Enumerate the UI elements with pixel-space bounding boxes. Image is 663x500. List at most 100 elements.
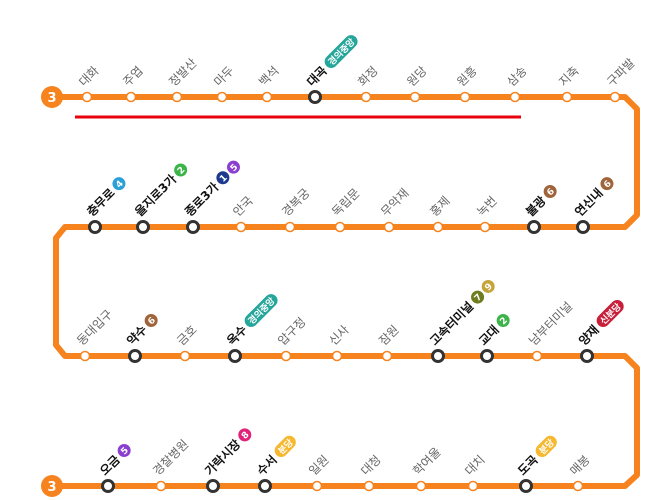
station-label: 옥수 xyxy=(224,322,250,348)
station-label: 을지로3가 xyxy=(132,171,180,219)
svg-text:2: 2 xyxy=(498,316,510,328)
station-marker[interactable] xyxy=(467,480,479,492)
station-marker[interactable] xyxy=(128,349,142,363)
station-marker[interactable] xyxy=(480,349,494,363)
station-label: 녹번 xyxy=(474,194,500,220)
station-label: 지축 xyxy=(556,64,582,90)
station-marker[interactable] xyxy=(216,91,228,103)
station-marker[interactable] xyxy=(261,91,273,103)
station-marker[interactable] xyxy=(572,480,584,492)
transfer-badge-신분당: 신분당 xyxy=(596,299,624,327)
station-marker[interactable] xyxy=(136,220,150,234)
station-label: 구파발 xyxy=(604,56,637,89)
station-marker[interactable] xyxy=(228,349,242,363)
transfer-badge-9: 9 xyxy=(481,279,495,294)
station-label: 동대입구 xyxy=(74,307,115,348)
station-marker[interactable] xyxy=(125,91,137,103)
station-marker[interactable] xyxy=(383,221,395,233)
station-label: 교대 xyxy=(476,323,502,349)
station-label: 학여울 xyxy=(410,445,443,478)
station-marker[interactable] xyxy=(576,220,590,234)
station-label: 독립문 xyxy=(329,186,362,219)
station-marker[interactable] xyxy=(258,479,272,493)
svg-text:6: 6 xyxy=(146,316,158,328)
station-label: 홍제 xyxy=(427,194,453,220)
station-marker[interactable] xyxy=(280,350,292,362)
station-marker[interactable] xyxy=(284,221,296,233)
svg-text:경의중앙: 경의중앙 xyxy=(326,35,358,67)
transfer-badge-5: 5 xyxy=(117,443,131,458)
station-marker[interactable] xyxy=(235,221,247,233)
station-marker[interactable] xyxy=(531,350,543,362)
station-marker[interactable] xyxy=(308,90,322,104)
transfer-badge-1: 1 xyxy=(216,171,230,185)
station-marker[interactable] xyxy=(360,91,372,103)
station-marker[interactable] xyxy=(206,479,220,493)
station-label: 백석 xyxy=(256,64,282,90)
station-marker[interactable] xyxy=(311,480,323,492)
station-동대입구[interactable]: 동대입구 xyxy=(74,307,115,362)
station-marker[interactable] xyxy=(334,221,346,233)
station-marker[interactable] xyxy=(363,480,375,492)
station-marker[interactable] xyxy=(609,91,621,103)
station-label: 일원 xyxy=(306,453,332,479)
svg-text:4: 4 xyxy=(114,179,126,191)
station-marker[interactable] xyxy=(331,350,343,362)
transfer-badge-6: 6 xyxy=(543,184,557,198)
svg-text:7: 7 xyxy=(473,292,485,304)
line-badge-start: 3 xyxy=(41,86,63,108)
station-label: 연신내 xyxy=(572,185,606,219)
station-marker[interactable] xyxy=(179,350,191,362)
station-marker[interactable] xyxy=(381,350,393,362)
station-marker[interactable] xyxy=(171,91,183,103)
svg-text:5: 5 xyxy=(229,162,241,174)
svg-text:9: 9 xyxy=(483,282,495,294)
station-label: 매봉 xyxy=(567,453,593,479)
station-marker[interactable] xyxy=(580,349,594,363)
station-marker[interactable] xyxy=(88,220,102,234)
station-label: 원당 xyxy=(404,64,430,90)
station-marker[interactable] xyxy=(186,220,200,234)
station-label: 삼송 xyxy=(504,64,530,90)
station-marker[interactable] xyxy=(79,350,91,362)
station-marker[interactable] xyxy=(155,480,167,492)
station-marker[interactable] xyxy=(415,480,427,492)
station-label: 대치 xyxy=(462,453,488,479)
station-marker[interactable] xyxy=(519,479,533,493)
station-marker[interactable] xyxy=(81,91,93,103)
station-label: 대청 xyxy=(358,453,384,479)
station-남부터미널[interactable]: 남부터미널 xyxy=(526,299,575,362)
svg-text:2: 2 xyxy=(176,165,188,177)
station-marker[interactable] xyxy=(432,221,444,233)
station-marker[interactable] xyxy=(409,91,421,103)
station-label: 화정 xyxy=(355,64,381,90)
station-label: 종로3가 xyxy=(182,179,222,219)
station-label: 신사 xyxy=(326,323,352,349)
station-marker[interactable] xyxy=(561,91,573,103)
station-경찰병원[interactable]: 경찰병원 xyxy=(150,437,191,492)
transfer-badge-6: 6 xyxy=(144,313,158,328)
station-marker[interactable] xyxy=(527,220,541,234)
station-marker[interactable] xyxy=(459,91,471,103)
station-marker[interactable] xyxy=(509,91,521,103)
station-marker[interactable] xyxy=(431,349,445,363)
station-marker[interactable] xyxy=(101,479,115,493)
station-marker[interactable] xyxy=(479,221,491,233)
transfer-badge-7: 7 xyxy=(471,290,485,304)
station-label: 경찰병원 xyxy=(150,437,191,478)
svg-text:5: 5 xyxy=(119,446,131,458)
station-label: 주엽 xyxy=(120,64,146,90)
station-label: 경복궁 xyxy=(279,186,312,219)
